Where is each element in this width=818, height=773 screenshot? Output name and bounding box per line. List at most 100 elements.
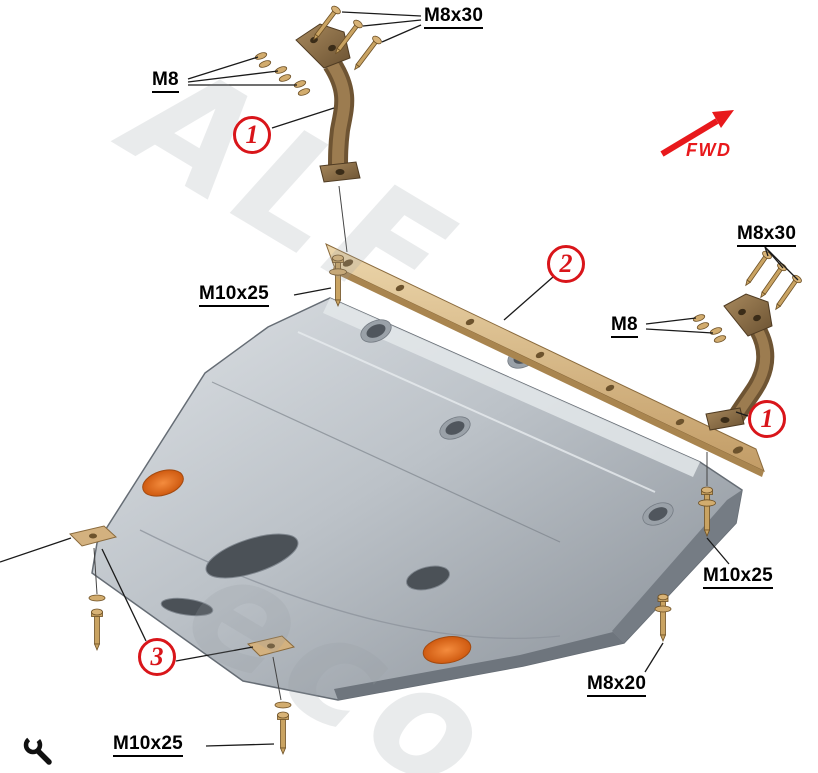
callout-bracket-left: 1: [233, 116, 271, 154]
bolt-washer: [698, 499, 716, 507]
bracket-hole: [738, 308, 746, 316]
screw-tip: [775, 303, 781, 311]
screw-m8x30: [335, 19, 363, 55]
plate-slot: [160, 597, 214, 617]
tab-hole: [267, 643, 275, 649]
leader-line: [381, 24, 422, 43]
leader-line: [341, 11, 422, 17]
skid-plate-body: [91, 297, 743, 701]
crossbar-hole: [535, 351, 545, 359]
leader-line: [644, 642, 664, 673]
crossbar-hole: [675, 418, 685, 426]
leader-line: [764, 246, 799, 281]
washer: [274, 66, 288, 74]
bracket-top-flange: [295, 23, 351, 69]
label-m8x30-top: M8x30: [424, 6, 484, 29]
tab-hole: [89, 533, 97, 539]
crossbar: [325, 243, 765, 477]
callout-number: 1: [245, 120, 259, 149]
label-m10x25-bottom: M10x25: [113, 734, 183, 757]
screw-tip: [335, 47, 342, 55]
leader-lines: [0, 11, 799, 747]
leader-line: [175, 646, 254, 662]
screw-m8x30: [354, 35, 382, 71]
washer: [293, 80, 307, 88]
screw-tip: [745, 279, 751, 287]
bolt-shaft: [280, 718, 286, 749]
crossbar-hole: [605, 384, 615, 392]
bolt-tip: [703, 529, 711, 538]
mount-tab-bottom: [247, 635, 296, 657]
plate-bottom-edge: [334, 632, 624, 700]
label-m8-top-left: M8: [152, 70, 179, 93]
hole-center: [445, 421, 465, 435]
washer: [709, 327, 723, 335]
callout-plate-mounts: 3: [138, 638, 176, 676]
leader-line: [645, 328, 714, 334]
brand-stamp: [422, 636, 472, 664]
plate-crease-line: [139, 529, 561, 639]
screw-head: [331, 5, 341, 15]
plate-bend-line: [211, 381, 561, 543]
bracket-hole: [753, 314, 761, 322]
crossbar-hole: [732, 446, 744, 454]
bolt-m10x25-right: [698, 486, 716, 538]
bolt-m8x20: [654, 593, 672, 643]
washer: [692, 314, 706, 322]
bolt-m10x25-tab-left: [88, 594, 106, 652]
screw-shaft: [776, 278, 799, 307]
plate-bend-line: [297, 331, 656, 493]
leader-line: [205, 743, 275, 747]
hole-center: [366, 324, 386, 338]
fwd-label: FWD: [686, 140, 732, 160]
callout-number: 2: [559, 249, 573, 278]
leader-line: [293, 287, 332, 296]
fwd-arrow: [660, 110, 734, 157]
leader-line: [503, 276, 554, 321]
leader-line: [645, 317, 697, 325]
bracket-left: [295, 23, 361, 183]
label-m10x25-bar-right: M10x25: [703, 566, 773, 589]
crossbar-hole: [395, 284, 405, 292]
bracket-hole: [328, 44, 336, 52]
plate-slot: [405, 565, 451, 591]
bracket-right: [705, 293, 775, 431]
callout-crossbar: 2: [547, 245, 585, 283]
screw-m8x30: [313, 5, 341, 41]
assembly-axis: [338, 185, 348, 253]
bracket-top-flange: [723, 293, 773, 337]
screw-shaft: [355, 39, 378, 68]
callout-bracket-right: 1: [748, 400, 786, 438]
bolt-washer: [654, 605, 672, 613]
crossbar-edge: [332, 266, 764, 477]
hole-center: [648, 507, 668, 521]
leader-line: [0, 537, 72, 563]
plate-slot: [205, 533, 299, 579]
label-m8-right: M8: [611, 315, 638, 338]
washer: [297, 88, 311, 96]
bolt-head: [91, 608, 103, 616]
leader-line: [187, 56, 259, 80]
leader-line: [735, 411, 749, 417]
bolt-head: [277, 711, 289, 719]
bolt-head: [701, 486, 713, 494]
callout-number: 3: [150, 642, 164, 671]
wrench-handle: [35, 748, 52, 765]
assembly-axis: [93, 547, 98, 595]
screw-shaft: [761, 266, 784, 295]
plate-top-lip: [323, 298, 700, 477]
leader-line: [362, 19, 422, 27]
bolt-shaft: [94, 615, 100, 645]
bolt-tip: [279, 747, 287, 756]
screw-head: [353, 19, 363, 29]
brand-stamp: [142, 469, 184, 497]
leader-line: [101, 548, 147, 642]
crossbar-hole: [465, 318, 475, 326]
screw-tip: [313, 33, 320, 41]
screw-shaft: [746, 254, 769, 283]
washer: [696, 322, 710, 330]
fwd-arrow-shaft: [660, 118, 719, 157]
bolt-washer: [329, 268, 347, 276]
callout-number: 1: [760, 404, 774, 433]
